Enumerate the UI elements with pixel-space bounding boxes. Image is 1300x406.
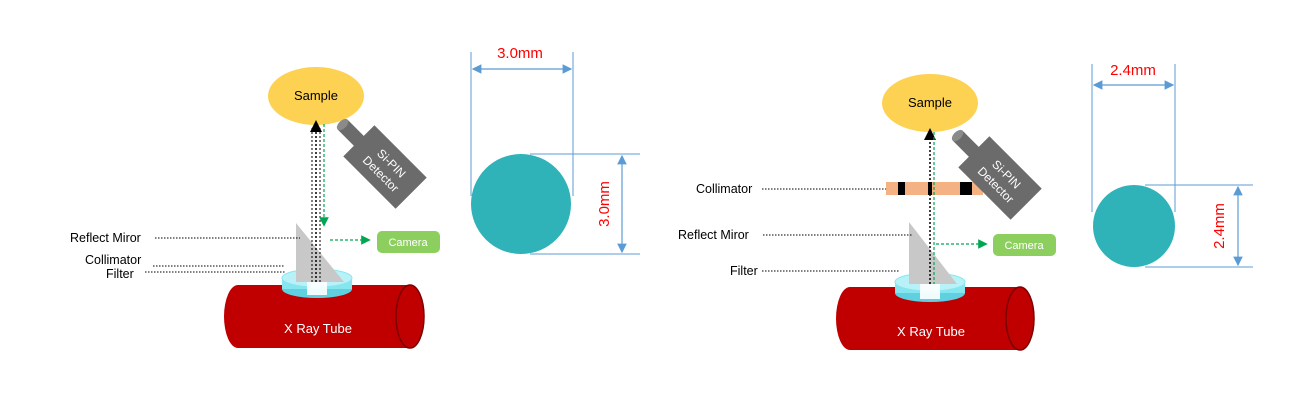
sample-label: Sample [294,88,338,103]
sample-left [268,67,364,125]
filter-label: Filter [106,267,134,281]
reflect-mirror-label: Reflect Miror [678,228,749,242]
xray-tube-label: X Ray Tube [897,324,965,339]
camera-left [377,231,440,253]
xray-tube-label: X Ray Tube [284,321,352,336]
collimator-label: Collimator [85,253,141,267]
width-dimension-label: 2.4mm [1110,62,1156,79]
reflect-mirror-right [909,222,957,284]
right-diagram: X Ray Tube Sample Si-PIN [678,62,1253,351]
width-dimension-label: 3.0mm [497,45,543,62]
sample-label: Sample [908,95,952,110]
height-dimension-label: 2.4mm [1211,203,1228,249]
sample-right [882,74,978,132]
beam-spot-left [471,154,571,254]
reflect-mirror-label: Reflect Miror [70,231,141,245]
height-dimension-label: 3.0mm [596,181,613,227]
collimator-label: Collimator [696,182,752,196]
detector-left: Si-PIN Detector [336,118,427,209]
filter-label: Filter [730,264,758,278]
beam-spot-right [1093,185,1175,267]
camera-right [993,234,1056,256]
camera-label: Camera [388,237,428,249]
left-diagram: X Ray Tube Sample Si-PIN Detector Ca [70,45,640,349]
camera-label: Camera [1004,240,1044,252]
detector-right: Si-PIN Detector [951,129,1042,220]
